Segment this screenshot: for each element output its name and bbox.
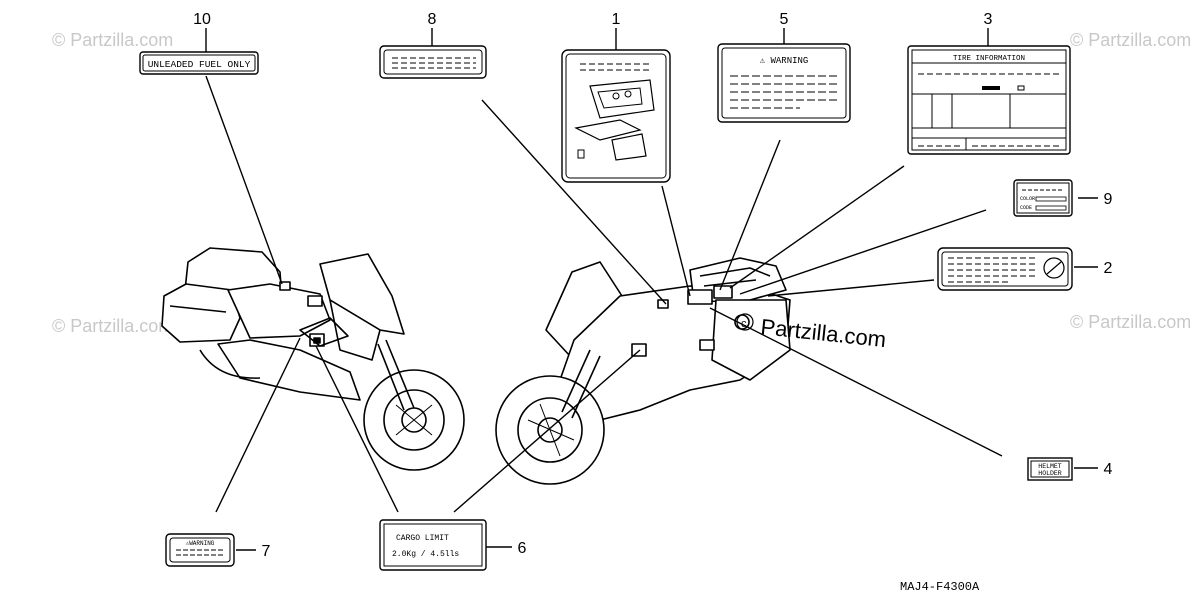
cargo-title: CARGO LIMIT [396, 534, 449, 543]
color-label-color: COLOR [1020, 196, 1035, 202]
callout-numbers: 10 8 1 5 3 9 2 4 6 7 [193, 11, 1112, 560]
helmet-label-line2: HOLDER [1038, 470, 1062, 477]
leader-line [709, 307, 1003, 457]
watermark-text: © Partzilla.com [1070, 30, 1191, 50]
label-warning-7: ⚠WARNING [165, 533, 235, 567]
leader-line [739, 209, 987, 295]
leader-line [215, 337, 301, 513]
callout-number: 5 [780, 11, 789, 28]
leader-line [205, 75, 283, 285]
diagram-code: MAJ4-F4300A [900, 580, 980, 594]
warning-label-7-text: ⚠WARNING [186, 540, 215, 547]
svg-text:c: c [741, 318, 747, 330]
label-8-generic [379, 45, 487, 79]
tire-info-title: TIRE INFORMATION [953, 55, 1025, 63]
warning-label-5-text: ⚠ WARNING [760, 56, 809, 66]
callout-number: 8 [428, 11, 437, 28]
callout-number: 1 [612, 11, 621, 28]
helmet-label-line1: HELMET [1038, 463, 1062, 470]
callout-number: 9 [1104, 191, 1113, 208]
callout-number: 7 [262, 543, 271, 560]
callout-number: 2 [1104, 260, 1113, 277]
label-unleaded-fuel: UNLEADED FUEL ONLY [139, 51, 259, 75]
watermark-text: © Partzilla.com [1070, 312, 1191, 332]
label-warning-5: ⚠ WARNING [717, 43, 851, 123]
color-label-code: CODE [1020, 205, 1032, 211]
label-cargo-limit: CARGO LIMIT 2.0Kg / 4.5lls [379, 519, 487, 571]
leader-line [767, 279, 935, 297]
leader-line [315, 345, 399, 513]
label-helmet-holder: HELMET HOLDER [1027, 457, 1073, 481]
callout-number: 6 [518, 540, 527, 557]
leader-lines [205, 28, 1098, 551]
leader-line [729, 165, 905, 289]
callout-number: 3 [984, 11, 993, 28]
label-2-emission [937, 247, 1073, 291]
callout-number: 10 [193, 11, 211, 28]
watermark-text: © Partzilla.com [52, 316, 173, 336]
cargo-values: 2.0Kg / 4.5lls [392, 550, 459, 559]
motorcycle-left-view [161, 247, 465, 471]
leader-line [453, 349, 641, 513]
leader-line [661, 185, 691, 297]
label-tire-information: TIRE INFORMATION [907, 45, 1071, 155]
watermark-text: © Partzilla.com [52, 30, 173, 50]
leader-line [719, 139, 781, 291]
label-color-code: COLOR CODE [1013, 179, 1073, 217]
fuel-label-text: UNLEADED FUEL ONLY [148, 59, 251, 70]
callout-number: 4 [1104, 461, 1113, 478]
leader-line [481, 99, 667, 305]
watermark-layer: © Partzilla.com © Partzilla.com © Partzi… [52, 30, 1191, 336]
label-1-pictogram [561, 49, 671, 183]
